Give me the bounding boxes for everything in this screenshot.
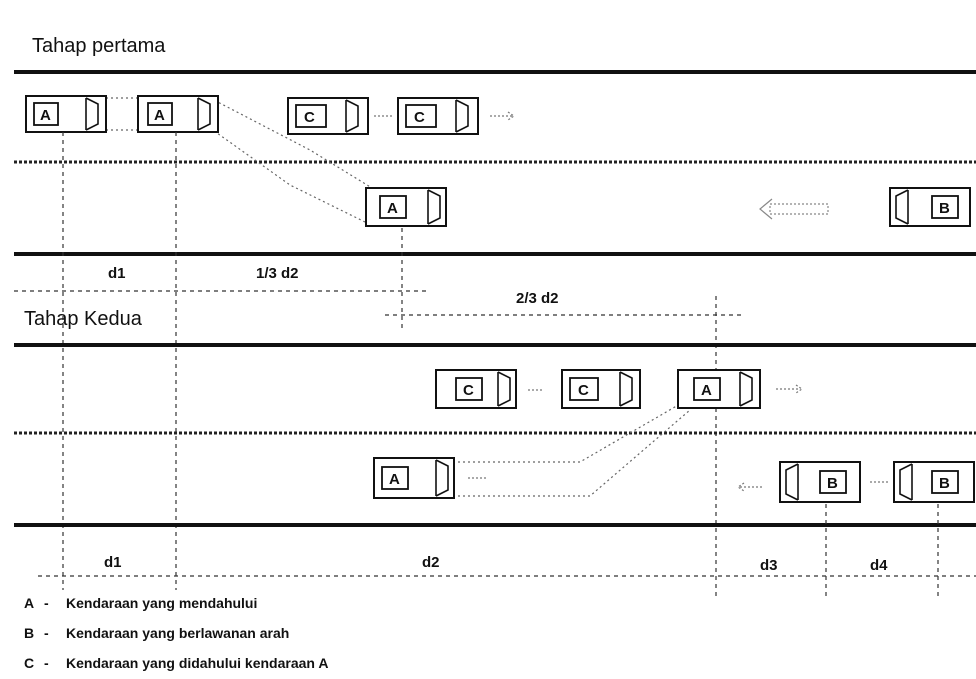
stage2-a-direction-arrow xyxy=(776,384,804,394)
svg-text:A: A xyxy=(701,382,712,399)
stage1-vehicle-b: B xyxy=(889,187,971,227)
legend-text: Kendaraan yang didahului kendaraan A xyxy=(66,655,328,671)
legend-key: C xyxy=(24,655,34,671)
stage1-c-direction-arrow xyxy=(490,111,516,121)
stage2-return-path-bottom xyxy=(458,409,691,497)
legend-item-a: A - Kendaraan yang mendahului xyxy=(24,595,257,611)
svg-text:B: B xyxy=(939,200,950,217)
legend-separator: - xyxy=(44,655,49,671)
legend-text: Kendaraan yang berlawanan arah xyxy=(66,625,289,641)
stage1-vehicle-a-start: A xyxy=(25,95,107,133)
svg-text:A: A xyxy=(387,200,398,217)
stage1-vehicle-a-moving: A xyxy=(137,95,219,133)
stage1-label-one-third-d2: 1/3 d2 xyxy=(256,265,299,282)
stage2-vehicle-a-passing: A xyxy=(373,457,455,499)
svg-text:B: B xyxy=(827,475,838,492)
stage1-overtake-path-bottom xyxy=(209,127,366,223)
svg-text:A: A xyxy=(40,107,51,124)
stage1-overtake-path-top xyxy=(209,97,373,189)
legend: A - Kendaraan yang mendahului B - Kendar… xyxy=(24,595,328,671)
legend-item-c: C - Kendaraan yang didahului kendaraan A xyxy=(24,655,328,671)
stage2-return-path-top xyxy=(458,403,681,463)
legend-separator: - xyxy=(44,595,49,611)
stage1-label-two-thirds-d2: 2/3 d2 xyxy=(516,290,559,307)
stage2-oncoming-arrow xyxy=(736,482,764,492)
svg-text:C: C xyxy=(578,382,589,399)
stage1-vehicle-c-front: C xyxy=(397,97,479,135)
stage1-label-d1: d1 xyxy=(108,265,126,282)
stage1-vehicle-a-passing: A xyxy=(365,187,447,227)
stage2-label-d4: d4 xyxy=(870,557,888,574)
stage2-vehicle-b-near: B xyxy=(779,461,861,503)
stage1-vehicle-c-rear: C xyxy=(287,97,369,135)
stage2-vehicle-b-far: B xyxy=(893,461,975,503)
legend-key: B xyxy=(24,625,34,641)
stage2-title: Tahap Kedua xyxy=(24,308,143,330)
svg-text:A: A xyxy=(154,107,165,124)
legend-item-b: B - Kendaraan yang berlawanan arah xyxy=(24,625,289,641)
stage2-vehicle-c-front: C xyxy=(561,369,641,409)
stage2-label-d2: d2 xyxy=(422,554,440,571)
stage1-title: Tahap pertama xyxy=(32,35,166,57)
legend-text: Kendaraan yang mendahului xyxy=(66,595,257,611)
svg-text:B: B xyxy=(939,475,950,492)
svg-text:C: C xyxy=(463,382,474,399)
svg-text:C: C xyxy=(414,109,425,126)
stage2-label-d3: d3 xyxy=(760,557,778,574)
legend-separator: - xyxy=(44,625,49,641)
svg-text:C: C xyxy=(304,109,315,126)
svg-text:A: A xyxy=(389,471,400,488)
legend-key: A xyxy=(24,595,34,611)
stage2-vehicle-c-rear: C xyxy=(435,369,517,409)
stage1-oncoming-arrow xyxy=(759,198,829,220)
stage2-label-d1: d1 xyxy=(104,554,122,571)
stage2-vehicle-a-ahead: A xyxy=(677,369,761,409)
